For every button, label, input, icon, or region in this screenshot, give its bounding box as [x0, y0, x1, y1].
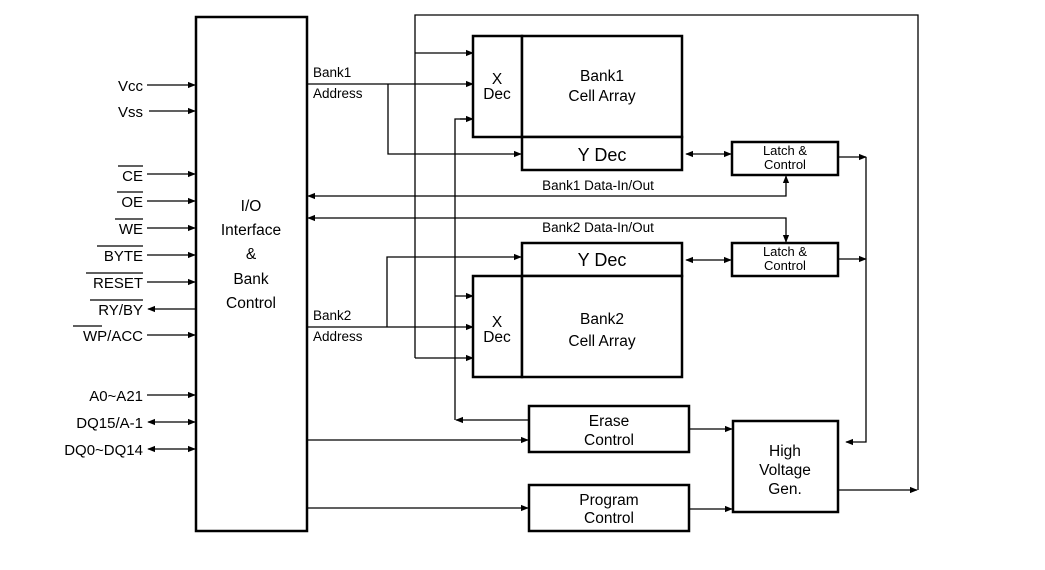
bank1-data-bus-label: Bank1 Data-In/Out	[542, 178, 654, 193]
bank1-latch-label: Control	[764, 157, 806, 172]
bank1-block: X Dec Bank1 Cell Array Y Dec Latch & Con…	[471, 34, 840, 193]
io-label-line: I/O	[241, 198, 262, 215]
bank2-block: Y Dec X Dec Bank2 Cell Array Latch & Con…	[471, 220, 840, 379]
bank2-latch-box	[730, 241, 840, 278]
erase-control-label: Control	[584, 432, 634, 449]
io-interface-block: I/O Interface & Bank Control	[194, 15, 309, 533]
program-control-label: Control	[584, 510, 634, 527]
pin-label: A0~A21	[89, 388, 143, 405]
pin-label: WP/ACC	[83, 328, 143, 345]
bank1-cell-array-box	[520, 34, 684, 139]
bank2-data-bus	[307, 214, 790, 243]
bank1-xdec-label: X	[492, 71, 503, 88]
io-label-line: Bank	[233, 271, 269, 288]
bank1-ydec-label: Y Dec	[578, 145, 627, 165]
high-voltage-gen-block: High Voltage Gen.	[731, 419, 840, 514]
io-label-line: &	[246, 246, 257, 263]
bank2-cell-array-box	[520, 274, 684, 379]
bank1-latch-box	[730, 140, 840, 177]
bank2-latch-label: Control	[764, 258, 806, 273]
pin-label: RY/BY	[98, 302, 143, 319]
pin-label: OE	[121, 194, 143, 211]
wires	[307, 14, 919, 513]
pin-oe: OE	[117, 191, 196, 211]
pin-label: CE	[122, 168, 143, 185]
bank2-xdec-box	[471, 274, 524, 379]
bank2-data-bus-label: Bank2 Data-In/Out	[542, 220, 654, 235]
bank2-cell-array-label: Cell Array	[568, 333, 635, 350]
program-control-box	[527, 483, 691, 533]
pin-wp-acc: WP/ACC	[73, 325, 196, 345]
bank1-data-bus	[307, 175, 790, 200]
high-voltage-gen-box	[731, 419, 840, 514]
erase-control-label: Erase	[589, 413, 630, 430]
pin-label: Vss	[118, 104, 143, 121]
pin-label: BYTE	[104, 248, 143, 265]
erase-control-block: Erase Control	[527, 404, 691, 454]
io-label-line: Interface	[221, 222, 281, 239]
pin-group: Vcc Vss CE OE WE BYTE	[64, 78, 196, 459]
pin-ce: CE	[118, 165, 196, 185]
bank2-latch-label: Latch &	[763, 244, 807, 259]
bank1-xdec-label: Dec	[483, 86, 511, 103]
pin-label: DQ0~DQ14	[64, 442, 143, 459]
erase-control-box	[527, 404, 691, 454]
pin-a0-a21: A0~A21	[89, 388, 196, 405]
bank2-xdec-label: Dec	[483, 329, 511, 346]
pin-byte: BYTE	[97, 245, 196, 265]
bank2-xdec-label: X	[492, 314, 503, 331]
bank2-cell-array-label: Bank2	[580, 311, 624, 328]
high-voltage-label: High	[769, 443, 801, 460]
pin-label: WE	[119, 221, 143, 238]
high-voltage-label: Gen.	[768, 481, 802, 498]
pin-label: DQ15/A-1	[76, 415, 143, 432]
bank2-ydec-label: Y Dec	[578, 250, 627, 270]
pin-we: WE	[115, 218, 196, 238]
bank2-address-to-ydec	[386, 253, 522, 327]
io-label-line: Control	[226, 295, 276, 312]
bank1-cell-array-label: Cell Array	[568, 88, 635, 105]
bank1-address-label: Bank1	[313, 65, 351, 80]
pin-vcc: Vcc	[118, 78, 196, 95]
high-voltage-label: Voltage	[759, 462, 811, 479]
bank1-address-label: Address	[313, 86, 363, 101]
pin-reset: RESET	[86, 272, 196, 292]
pin-label: Vcc	[118, 78, 144, 95]
bank1-address-to-ydec	[387, 84, 522, 158]
io-interface-box	[194, 15, 309, 533]
erase-bus-wire	[454, 118, 473, 420]
bank1-cell-array-label: Bank1	[580, 68, 624, 85]
pin-label: RESET	[93, 275, 143, 292]
pin-ry-by: RY/BY	[90, 299, 195, 319]
bank2-address-label: Address	[313, 329, 363, 344]
latch-to-hv-wire	[845, 157, 867, 446]
bank1-ydec-box	[520, 135, 684, 172]
bank2-address-label: Bank2	[313, 308, 351, 323]
pin-vss: Vss	[118, 104, 196, 121]
bank1-latch-label: Latch &	[763, 143, 807, 158]
pin-dq0-dq14: DQ0~DQ14	[64, 442, 196, 459]
program-control-label: Program	[579, 492, 638, 509]
bank1-xdec-box	[471, 34, 524, 139]
program-control-block: Program Control	[527, 483, 691, 533]
pin-dq15-a-1: DQ15/A-1	[76, 415, 196, 432]
